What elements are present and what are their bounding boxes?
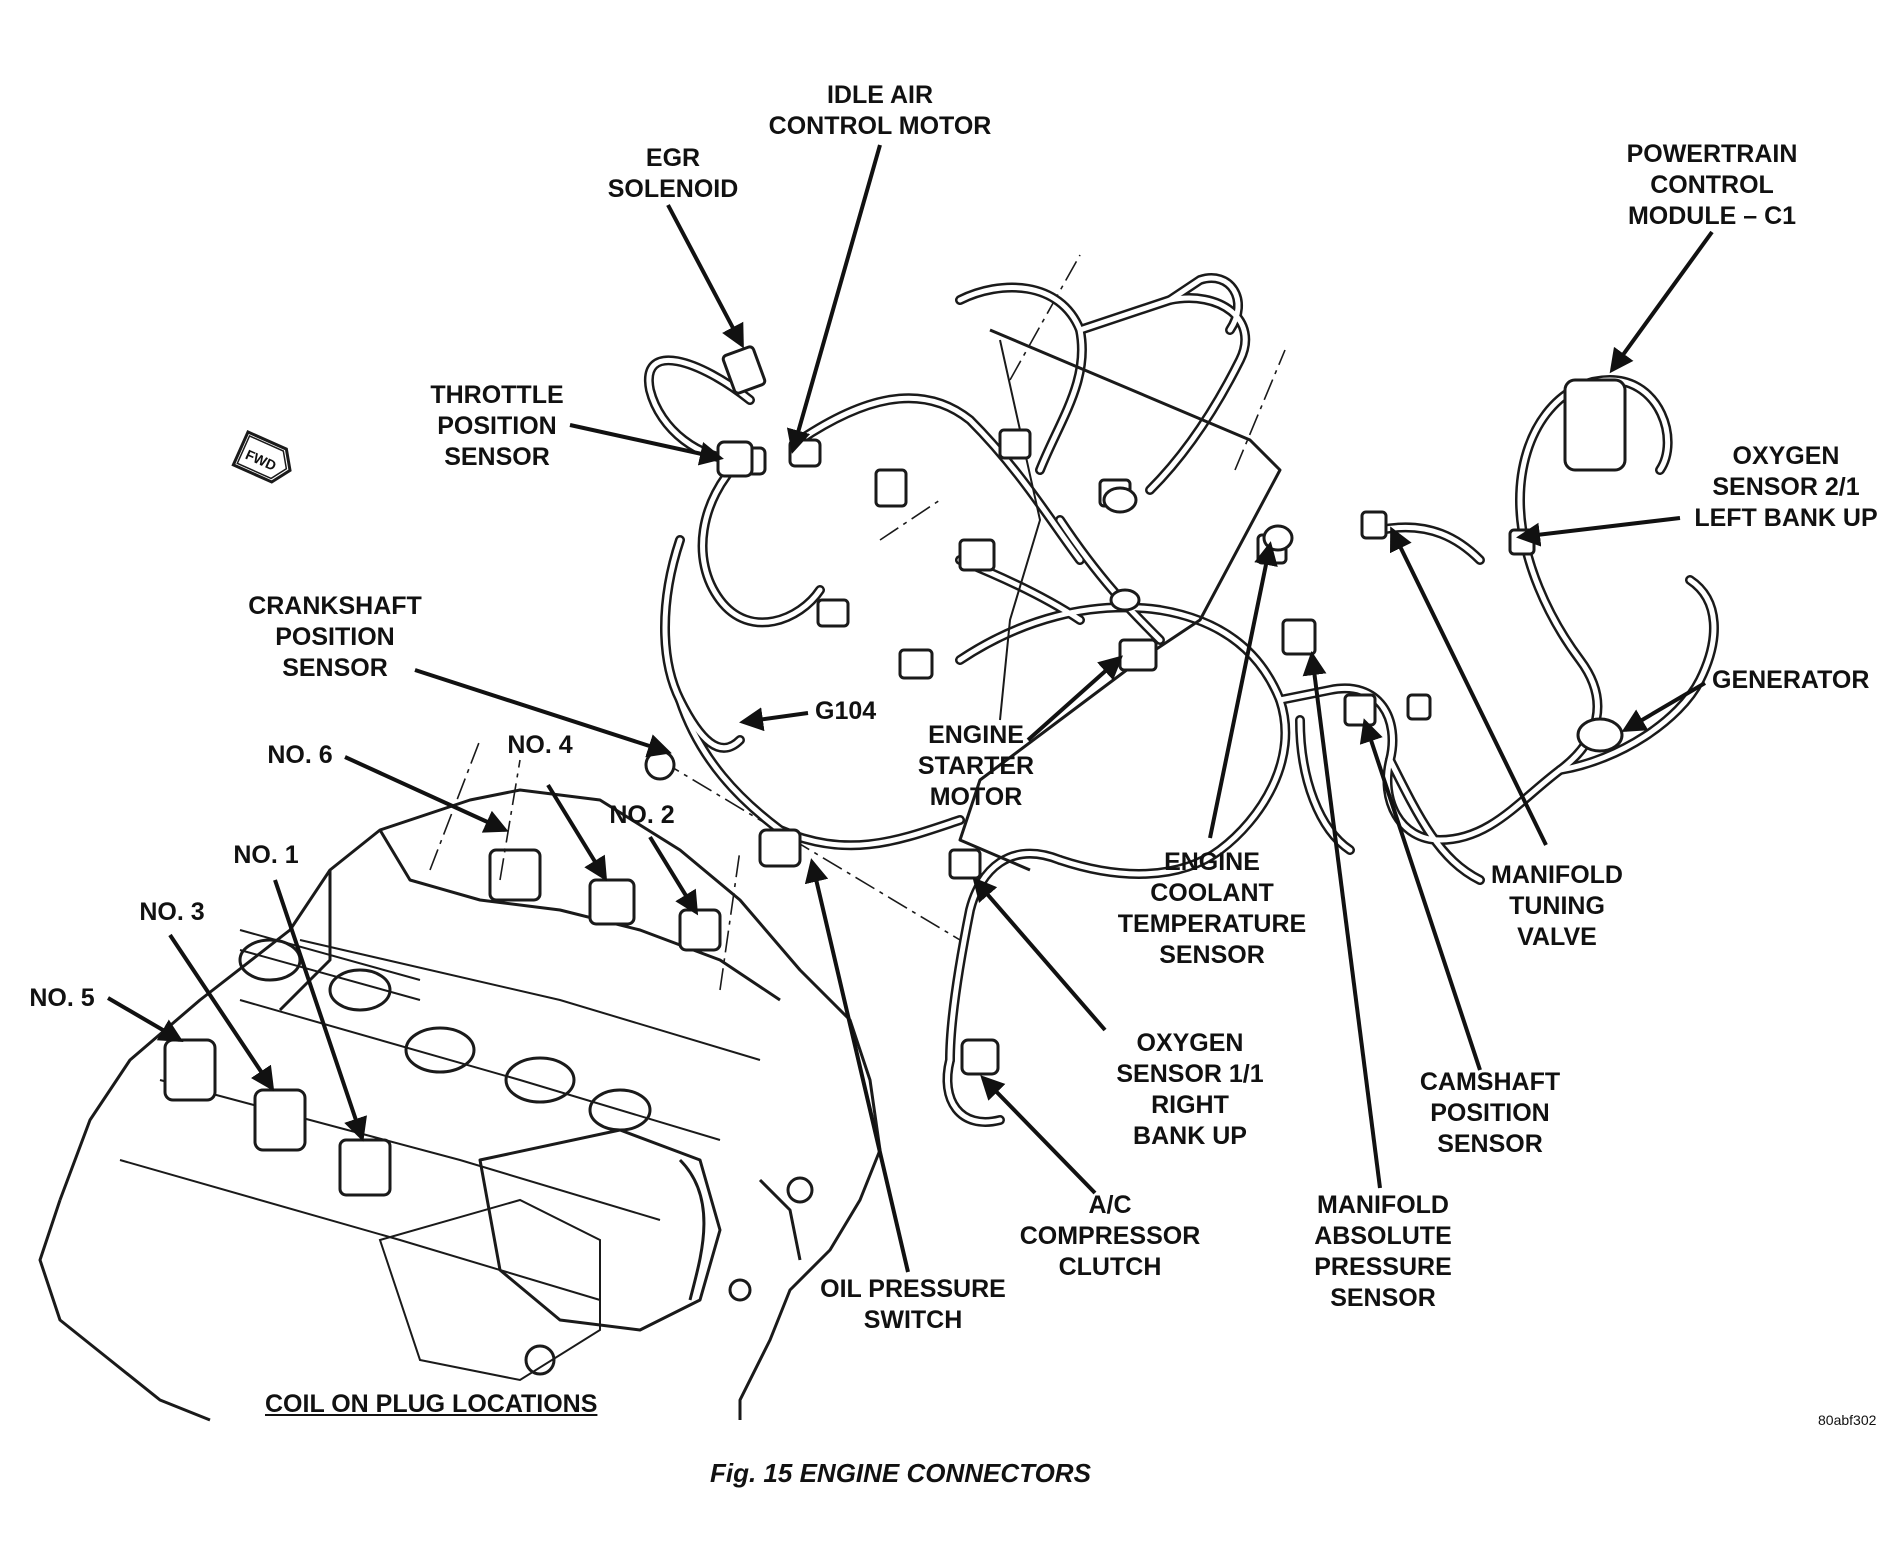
label-engine-coolant-temperature-sensor: ENGINE COOLANT TEMPERATURE SENSOR [1117,848,1307,969]
label-generator: GENERATOR [1712,666,1870,694]
coil-on-plug-title: COIL ON PLUG LOCATIONS [265,1390,598,1418]
engine-block [38,788,882,1422]
label-oil-pressure-switch: OIL PRESSURE SWITCH [820,1275,1006,1334]
label-powertrain-control-module: POWERTRAIN CONTROL MODULE – C1 [1626,140,1798,230]
label-manifold-absolute-pressure-sensor: MANIFOLD ABSOLUTE PRESSURE SENSOR [1314,1191,1452,1312]
label-oxygen-sensor-2-1: OXYGEN SENSOR 2/1 LEFT BANK UP [1694,442,1878,532]
label-coil-no-4: NO. 4 [507,731,573,759]
label-egr-solenoid: EGR SOLENOID [607,144,739,203]
label-coil-no-1: NO. 1 [233,841,299,869]
label-g104: G104 [815,697,877,725]
figure-caption: Fig. 15 ENGINE CONNECTORS [710,1458,1091,1488]
label-coil-no-5: NO. 5 [29,984,95,1012]
label-camshaft-position-sensor: CAMSHAFT POSITION SENSOR [1419,1068,1561,1158]
label-coil-no-2: NO. 2 [609,801,675,829]
leader-arrows [106,144,1714,1273]
fwd-badge [231,430,292,484]
connectors [644,345,1627,1076]
label-engine-starter-motor: ENGINE STARTER MOTOR [917,721,1035,811]
label-manifold-tuning-valve: MANIFOLD TUNING VALVE [1491,861,1623,951]
label-throttle-position-sensor: THROTTLE POSITION SENSOR [430,381,564,471]
label-coil-no-6: NO. 6 [267,741,333,769]
label-coil-no-3: NO. 3 [139,898,205,926]
figure-id: 80abf302 [1818,1412,1877,1428]
wiring-harness [643,273,1719,1127]
label-crankshaft-position-sensor: CRANKSHAFT POSITION SENSOR [248,592,422,682]
label-ac-compressor-clutch: A/C COMPRESSOR CLUTCH [1019,1191,1201,1281]
label-oxygen-sensor-1-1: OXYGEN SENSOR 1/1 RIGHT BANK UP [1116,1029,1264,1150]
label-idle-air-control-motor: IDLE AIR CONTROL MOTOR [768,81,992,140]
